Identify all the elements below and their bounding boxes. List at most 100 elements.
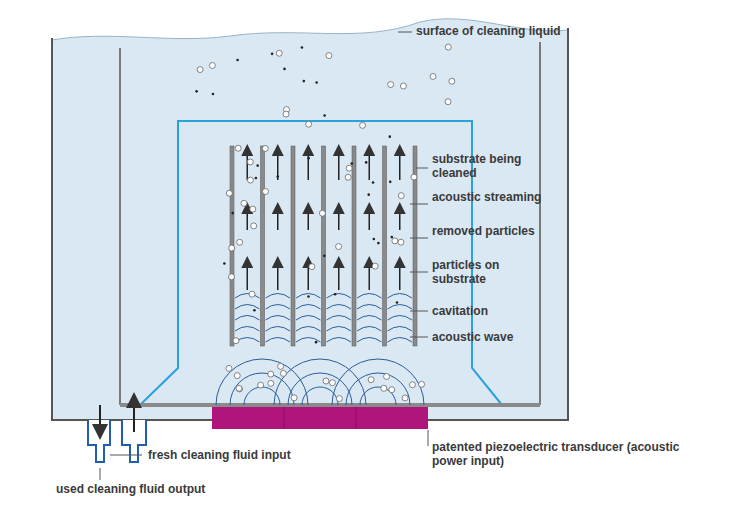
cavitation-bubble [329,380,335,386]
cavitation-bubble [278,363,284,369]
cavitation-bubble [398,239,404,245]
cavitation-bubble [233,338,239,344]
pipe-label: fresh cleaning fluid input [148,448,348,462]
cavitation-bubble [309,264,315,270]
particle [231,212,234,215]
particle [303,80,306,83]
streaming-arrow [338,262,340,290]
cleaning-liquid [52,19,568,420]
cavitation-bubble [226,365,232,371]
acoustic-wave [266,294,291,299]
streaming-arrow [308,150,310,180]
streaming-arrow [399,208,401,230]
substrate-plate [261,146,265,346]
callout-label: acoustic streaming [432,190,542,204]
callout-label: acoustic wave [432,330,542,344]
acoustic-wave [360,387,396,405]
particle [377,242,380,245]
cavitation-bubble [229,245,235,251]
callout-label: cavitation [432,304,542,318]
acoustic-wave [274,359,366,405]
surface-label: surface of cleaning liquid [416,24,616,38]
cavitation-bubble [326,53,332,59]
acoustic-wave [357,305,382,310]
cavitation-bubble [389,387,395,393]
cavitation-bubble [236,385,242,391]
cavitation-bubble [400,83,406,89]
callout-label: removed particles [432,224,542,238]
particle [388,135,391,138]
streaming-arrow [277,262,279,290]
cavitation-bubble [381,385,387,391]
particle [223,262,226,265]
cavitation-bubble [368,377,374,383]
acoustic-wave [357,338,382,343]
substrate-plate [383,146,387,346]
cavitation-bubble [346,165,352,171]
cavitation-bubble [226,190,232,196]
pipe-label: used cleaning fluid output [56,482,256,496]
streaming-arrow [369,208,371,230]
particle [271,53,274,56]
cavitation-bubble [247,177,253,183]
cavitation-bubble [411,174,417,180]
cavitation-bubble [306,121,312,127]
particle [367,193,370,196]
cavitation-bubble [291,395,297,401]
particle [390,236,393,239]
particle [350,162,353,165]
cavitation-bubble [336,396,342,402]
acoustic-wave [235,316,260,321]
cavitation-bubble [398,193,404,199]
particle [372,181,375,184]
streaming-arrow [369,150,371,180]
piezoelectric-transducer [212,407,428,429]
acoustic-wave [346,373,410,405]
cavitation-bubble [402,395,408,401]
acoustic-wave [296,294,321,299]
acoustic-wave [235,305,260,310]
acoustic-wave [327,316,352,321]
callout-label: particles on substrate [432,258,542,286]
particle [315,341,318,344]
cavitation-bubble [209,63,215,69]
acoustic-wave [235,327,260,332]
particle [212,93,215,96]
cavitation-bubble [372,263,378,269]
acoustic-wave [230,373,294,405]
callout-label: substrate being cleaned [432,152,542,180]
flow-arrow [133,400,135,432]
acoustic-wave [388,294,413,299]
streaming-arrow [247,150,249,180]
particle [195,90,198,93]
cavitation-bubble [235,145,241,151]
acoustic-wave [266,327,291,332]
acoustic-wave [235,294,260,299]
particle [256,164,259,167]
cavitation-bubble [280,370,286,376]
cavitation-bubble [241,200,247,206]
acoustic-wave [388,316,413,321]
acoustic-wave [327,338,352,343]
particle [283,68,286,71]
cavitation-bubble [345,174,351,180]
cavitation-bubble [384,373,390,379]
cavitation-bubble [247,159,253,165]
streaming-arrow [399,262,401,290]
acoustic-wave [327,305,352,310]
streaming-arrow [277,208,279,230]
cavitation-bubble [268,371,274,377]
streaming-arrow [247,262,249,290]
cavitation-bubble [323,378,329,384]
acoustic-wave [266,338,291,343]
acoustic-wave [266,316,291,321]
inner-wall [539,42,541,405]
acoustic-wave [296,305,321,310]
acoustic-wave [296,316,321,321]
particle [323,114,326,117]
tank-wall [52,28,568,420]
cavitation-bubble [419,381,425,387]
acoustic-wave [216,359,308,405]
particle [253,309,256,312]
